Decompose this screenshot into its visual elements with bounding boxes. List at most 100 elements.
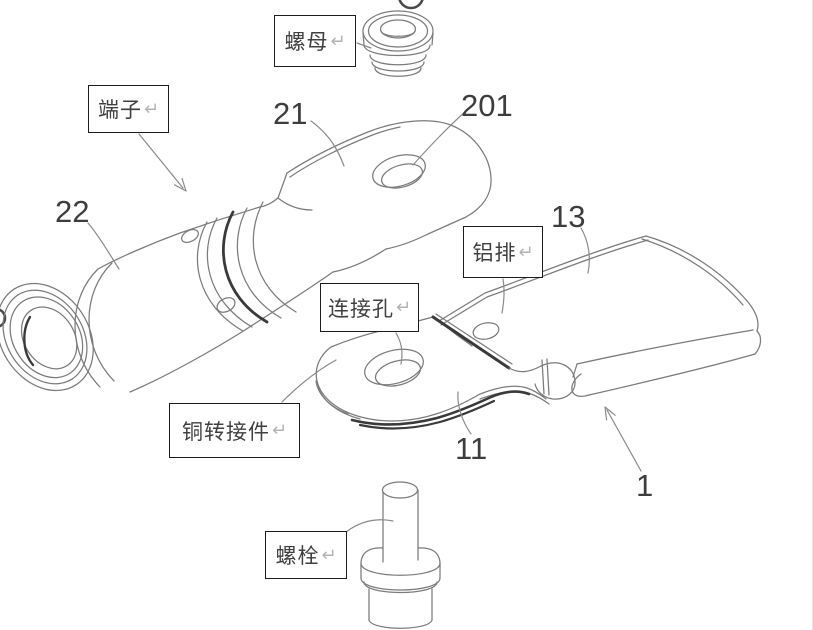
pad-bottom-merge	[332, 248, 387, 273]
nut-hole-depth	[380, 30, 416, 37]
adapter-bottom-rim-2	[315, 380, 349, 415]
bolt-flange-bottom	[360, 577, 441, 591]
adapter-paddle-outline	[315, 346, 481, 422]
nut-drawing	[362, 10, 434, 77]
busbar-back-edge	[438, 235, 647, 322]
return-mark: ↵	[321, 544, 337, 565]
bolt-flange-top-left	[360, 547, 384, 565]
nut-flange-ring1	[369, 54, 427, 66]
leader-hole	[395, 332, 403, 365]
refnum-22: 22	[55, 194, 90, 229]
mouth-rim-inner	[9, 296, 84, 379]
refnum-21: 21	[273, 96, 308, 131]
busbar-drawing	[438, 235, 762, 397]
callout-busbar-text: 铝排	[472, 242, 517, 265]
busbar-right-cap	[754, 330, 762, 355]
refnum-13: 13	[551, 199, 586, 234]
busbar-front-top-edge	[576, 329, 754, 365]
refnum-11: 11	[455, 431, 488, 466]
leader-11	[457, 391, 472, 435]
pad-fold-2	[259, 197, 279, 208]
busbar-front-bottom-edge	[588, 353, 756, 396]
bolt-shaft-top	[381, 481, 419, 499]
crimp-ring-1	[196, 221, 244, 332]
crimp-ring-4	[252, 201, 297, 313]
crimp-ring-1b	[206, 217, 253, 328]
pad-fold-1	[277, 197, 313, 211]
adapter-bottom-stack-dark2	[358, 399, 496, 430]
busbar-back-edge-chamfer	[440, 239, 649, 326]
leader-terminal-arrow-shaft	[138, 133, 184, 189]
leader-201	[412, 110, 467, 166]
pad-hole-depth	[380, 163, 424, 189]
refnum-201: 201	[461, 88, 513, 123]
adapter-fold-line-1	[541, 359, 545, 395]
adapter-hole-outline	[364, 348, 424, 386]
adapter-hole-depth	[374, 359, 422, 387]
barrel-mouth	[0, 282, 94, 392]
bolt-drawing	[360, 481, 441, 629]
leader-bolt	[345, 519, 394, 533]
mouth-opening	[20, 306, 78, 370]
inspection-hole-upper	[181, 228, 199, 244]
callout-connection-hole-text: 连接孔	[327, 297, 394, 321]
bolt-head-bottom	[368, 619, 433, 629]
leader-13	[580, 227, 590, 274]
callout-adapter-text: 铜转接件	[181, 420, 270, 444]
callout-connection-hole: 连接孔↵	[320, 283, 419, 332]
leader-nut	[356, 42, 372, 49]
busbar-corner-outer	[645, 235, 759, 332]
callout-adapter: 铜转接件↵	[169, 403, 300, 458]
adapter-fold-line-2	[546, 358, 550, 396]
nut-top-rim	[367, 14, 429, 48]
barrel-bottom-edge	[129, 271, 334, 393]
nut-side-left	[362, 32, 365, 46]
inspection-hole-lower	[216, 297, 236, 313]
nut-side-right	[431, 32, 434, 46]
leader-22	[87, 222, 120, 270]
adapter-fold-cap	[534, 362, 576, 400]
refnum-1: 1	[636, 468, 654, 503]
crimp-ring-3	[236, 207, 282, 319]
adapter-overlap-edge-dark	[431, 315, 511, 370]
nut-flange-ring3	[374, 67, 422, 77]
return-mark: ↵	[518, 241, 534, 262]
leader-terminal-arrow-head	[174, 178, 187, 192]
cropped-circle-top	[398, 0, 424, 10]
mouth-inner-shadow	[23, 315, 35, 367]
pad-hole-outline	[372, 154, 426, 188]
leader-1-arrow-shaft	[606, 409, 642, 472]
bolt-flange-top-right	[417, 547, 441, 565]
callout-bolt: 螺栓↵	[265, 531, 347, 579]
callout-bolt-text: 螺栓	[275, 545, 320, 568]
adapter-neck-top	[508, 365, 542, 373]
leader-1-arrow-head	[604, 406, 616, 421]
bolt-flange-top-front	[360, 563, 441, 576]
mouth-band-arc1	[74, 268, 101, 388]
callout-busbar: 铝排↵	[463, 226, 543, 278]
return-mark: ↵	[395, 297, 412, 317]
callout-terminal: 端子↵	[88, 85, 169, 133]
leader-21	[310, 120, 345, 167]
pad-thickness-line	[289, 126, 401, 178]
leader-lines	[87, 42, 642, 533]
return-mark: ↵	[330, 30, 346, 51]
nut-top-outline	[362, 10, 434, 52]
crimp-ring-dark	[221, 210, 269, 324]
nut-body-bulge	[363, 44, 431, 57]
nut-hole	[379, 19, 417, 39]
leader-adapter	[281, 359, 337, 403]
return-mark: ↵	[143, 98, 160, 119]
pad-top-outline	[286, 120, 492, 250]
barrel-top-edge	[97, 206, 261, 270]
bolt-flange-bottom-rim	[363, 581, 438, 594]
adapter-neck-front	[479, 385, 547, 400]
return-mark: ↵	[271, 420, 288, 440]
busbar-bolt-hole	[472, 322, 500, 340]
nut-flange-ring2	[371, 61, 425, 72]
pad-left-edge	[277, 172, 288, 199]
callout-terminal-text: 端子	[97, 99, 142, 122]
adapter-bottom-rim-1	[317, 385, 361, 420]
